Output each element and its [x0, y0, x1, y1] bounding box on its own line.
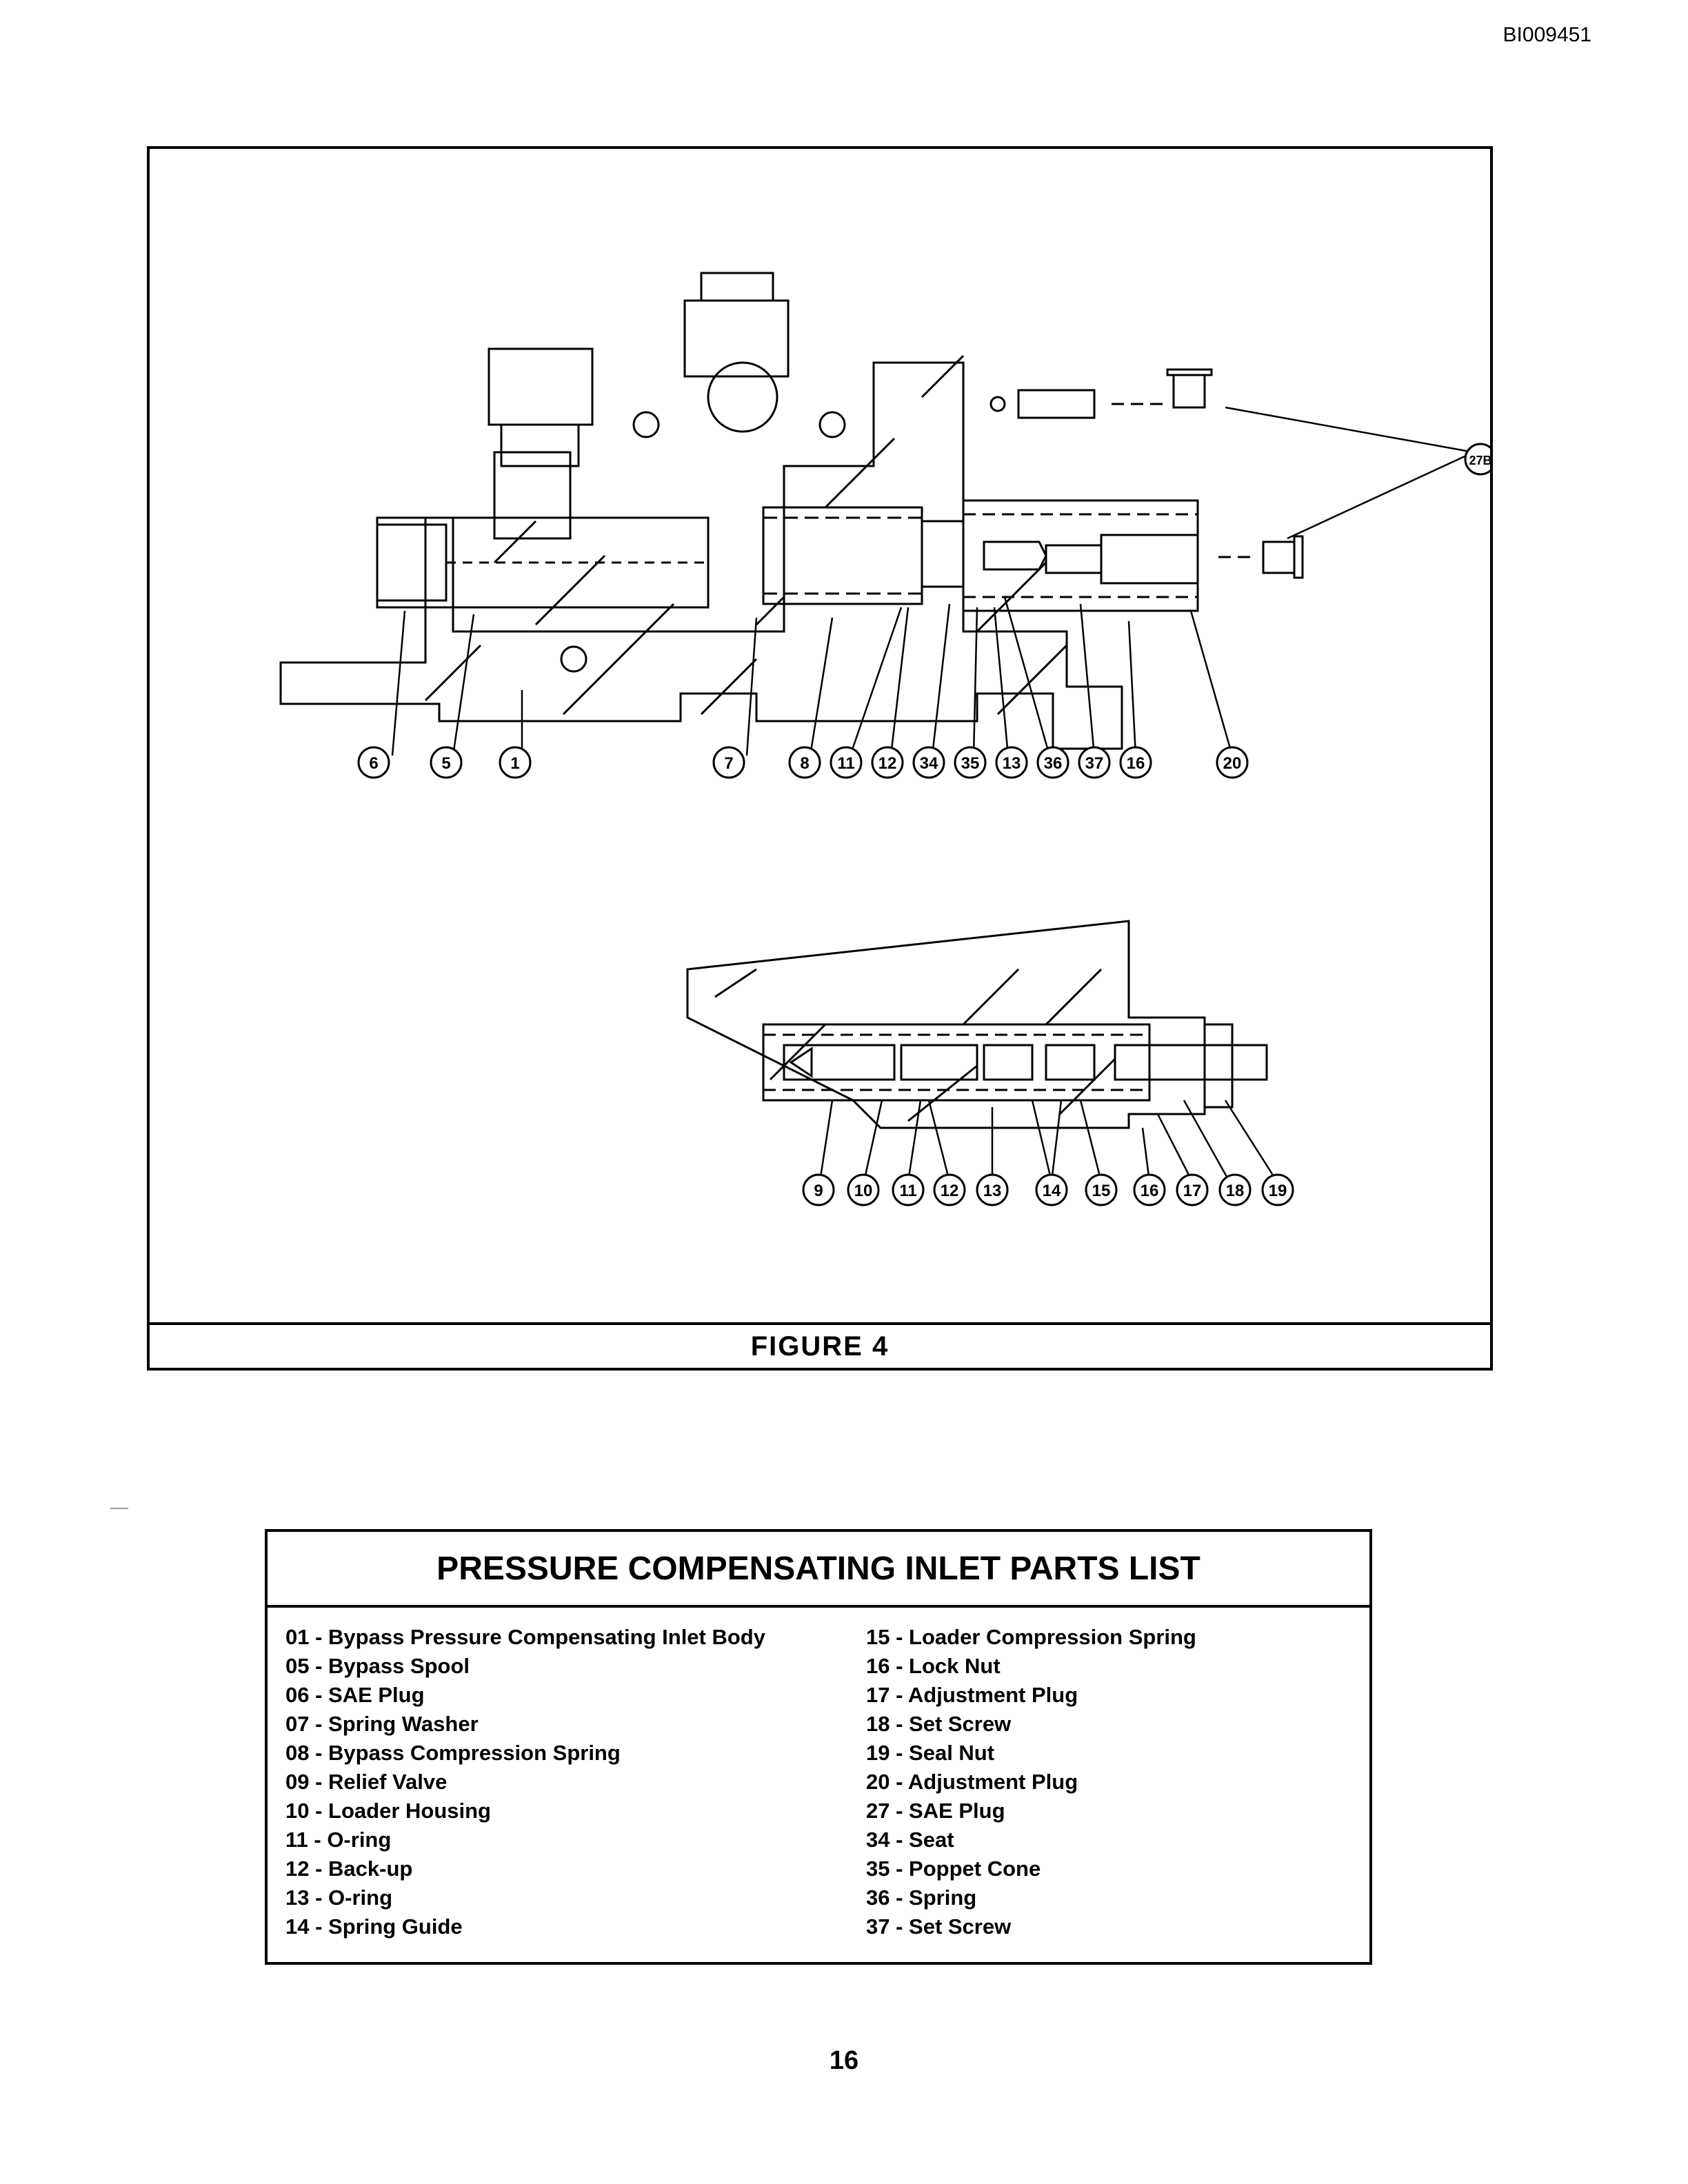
callout-bubble: 37: [1078, 746, 1111, 779]
part-entry: 16 - Lock Nut: [866, 1654, 1001, 1678]
callout-bubble: 18: [1218, 1173, 1252, 1206]
part-entry: 20 - Adjustment Plug: [866, 1770, 1078, 1794]
callout-bubble: 12: [933, 1173, 966, 1206]
upper-port-right: [683, 299, 790, 378]
part-entry: 09 - Relief Valve: [285, 1770, 448, 1794]
svg-text:13: 13: [983, 1182, 1002, 1200]
lower-assembly-outline: [686, 920, 1206, 1129]
svg-text:11: 11: [837, 754, 854, 773]
part-entry: 17 - Adjustment Plug: [866, 1683, 1078, 1707]
part-entry: 14 - Spring Guide: [285, 1914, 463, 1939]
callout-bubble: 19: [1261, 1173, 1294, 1206]
callout-bubble: 20: [1216, 746, 1249, 779]
callout-bubble: 35: [954, 746, 987, 779]
part-entry: 36 - Spring: [866, 1885, 977, 1910]
svg-text:20: 20: [1223, 754, 1242, 773]
part-entry: 07 - Spring Washer: [285, 1712, 479, 1736]
part-entry: 18 - Set Screw: [866, 1712, 1012, 1736]
part-entry: 19 - Seal Nut: [866, 1741, 995, 1765]
relief-valve-bore: [962, 499, 1199, 612]
margin-mark: [110, 1508, 128, 1509]
figure-caption-bar: FIGURE 4: [150, 1322, 1490, 1368]
svg-text:12: 12: [941, 1182, 959, 1200]
callout-bubble: 16: [1133, 1173, 1166, 1206]
figure-caption: FIGURE 4: [750, 1331, 890, 1362]
svg-text:36: 36: [1044, 754, 1063, 773]
part-entry: 15 - Loader Compression Spring: [866, 1625, 1196, 1649]
svg-text:19: 19: [1269, 1182, 1287, 1200]
callout-bubble: 5: [430, 746, 463, 779]
svg-text:16: 16: [1141, 1182, 1159, 1200]
svg-text:1: 1: [510, 754, 519, 773]
upper-port-left: [488, 347, 594, 426]
svg-text:35: 35: [961, 754, 980, 773]
callout-bubble: 13: [995, 746, 1028, 779]
svg-text:16: 16: [1127, 754, 1145, 773]
callout-bubble: 16: [1119, 746, 1152, 779]
callout-bubble: 8: [788, 746, 821, 779]
bypass-spool-bore: [376, 516, 710, 609]
exploded-cross-section-drawing: 6 5 1 7 8 11 12 34 35 13 36 37 16 20 27B…: [279, 272, 1490, 1206]
callout-bubble: 7: [712, 746, 745, 779]
callout-bubble: 1: [499, 746, 532, 779]
part-entry: 35 - Poppet Cone: [866, 1857, 1041, 1881]
callout-bubble: 34: [912, 746, 945, 779]
part-entry: 11 - O-ring: [285, 1828, 392, 1852]
inlet-body-outline: [279, 361, 1123, 750]
part-entry: 10 - Loader Housing: [285, 1799, 491, 1823]
callout-bubble: 9: [802, 1173, 835, 1206]
callout-bubble: 13: [976, 1173, 1009, 1206]
svg-text:12: 12: [878, 754, 897, 773]
svg-text:6: 6: [369, 754, 378, 773]
parts-list-body: 01 - Bypass Pressure Compensating Inlet …: [268, 1608, 1369, 1939]
svg-text:10: 10: [854, 1182, 873, 1200]
parts-column-left: 01 - Bypass Pressure Compensating Inlet …: [285, 1623, 765, 1941]
callouts-bottom: 9 10 11 12 13 14 15 16 17 18 19: [802, 1173, 1294, 1206]
callout-bubble: 27B: [1464, 443, 1490, 476]
part-entry: 37 - Set Screw: [866, 1914, 1012, 1939]
svg-text:5: 5: [441, 754, 450, 773]
svg-text:15: 15: [1092, 1182, 1111, 1200]
callout-bubble: 11: [830, 746, 863, 779]
svg-text:34: 34: [920, 754, 938, 773]
callout-bubble: 12: [871, 746, 904, 779]
document-id: BI009451: [1503, 23, 1591, 46]
loader-housing-bore: [762, 1023, 1151, 1102]
callout-bubble: 14: [1035, 1173, 1068, 1206]
svg-text:11: 11: [899, 1182, 916, 1200]
part-entry: 12 - Back-up: [285, 1857, 413, 1881]
part-entry: 05 - Bypass Spool: [285, 1654, 470, 1678]
part-entry: 06 - SAE Plug: [285, 1683, 425, 1707]
part-entry: 13 - O-ring: [285, 1885, 393, 1910]
callouts-top: 6 5 1 7 8 11 12 34 35 13 36 37 16 20 27B: [357, 443, 1490, 779]
svg-text:7: 7: [724, 754, 733, 773]
svg-text:9: 9: [814, 1182, 823, 1200]
svg-text:27B: 27B: [1469, 454, 1490, 467]
figure-frame: 6 5 1 7 8 11 12 34 35 13 36 37 16 20 27B…: [147, 146, 1493, 1371]
svg-text:13: 13: [1003, 754, 1021, 773]
callout-bubble: 11: [892, 1173, 925, 1206]
part-entry: 27 - SAE Plug: [866, 1799, 1005, 1823]
callout-bubble: 36: [1036, 746, 1069, 779]
page-number: 16: [829, 2046, 859, 2075]
adjustment-plug: [1114, 1044, 1268, 1081]
parts-list-header: PRESSURE COMPENSATING INLET PARTS LIST: [268, 1532, 1369, 1608]
callout-bubble: 17: [1176, 1173, 1209, 1206]
part-entry: 01 - Bypass Pressure Compensating Inlet …: [285, 1625, 765, 1649]
part-entry: 34 - Seat: [866, 1828, 954, 1852]
callout-bubble: 10: [847, 1173, 880, 1206]
parts-list-title: PRESSURE COMPENSATING INLET PARTS LIST: [436, 1550, 1200, 1587]
parts-list-table: PRESSURE COMPENSATING INLET PARTS LIST 0…: [265, 1529, 1372, 1965]
svg-text:37: 37: [1085, 754, 1104, 773]
svg-text:14: 14: [1043, 1182, 1061, 1200]
svg-text:17: 17: [1183, 1182, 1202, 1200]
parts-column-right: 15 - Loader Compression Spring 16 - Lock…: [866, 1623, 1196, 1941]
svg-text:18: 18: [1226, 1182, 1245, 1200]
callout-bubble: 15: [1085, 1173, 1118, 1206]
svg-text:8: 8: [800, 754, 809, 773]
part-entry: 08 - Bypass Compression Spring: [285, 1741, 621, 1765]
bypass-spring-bore: [762, 506, 923, 605]
callout-bubble: 6: [357, 746, 390, 779]
